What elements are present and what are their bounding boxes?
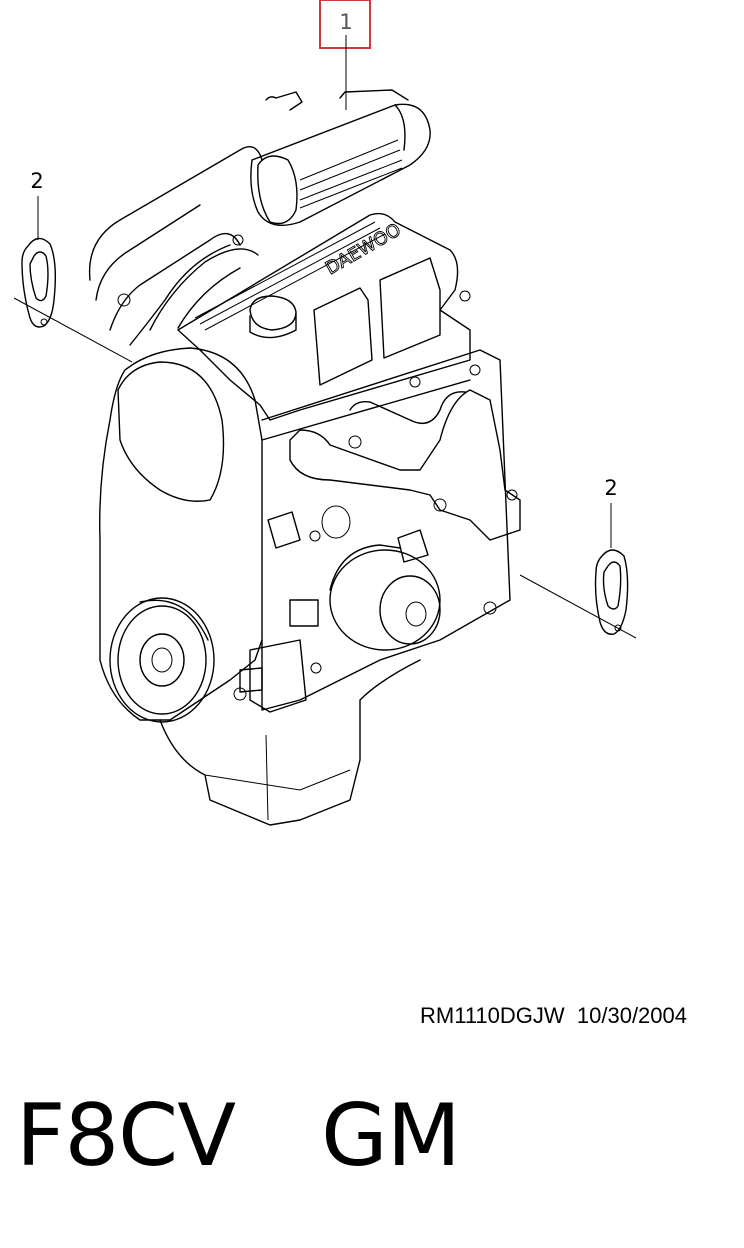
model-code: F8CV — [16, 1086, 236, 1186]
callout-2-left-label: 2 — [30, 169, 43, 193]
model-make: GM — [321, 1086, 461, 1186]
callout-1-highlight[interactable] — [319, 0, 371, 49]
model-title: F8CV GM — [16, 1086, 461, 1186]
engine-assembly[interactable]: DAEWOO — [88, 89, 521, 826]
gasket-right[interactable] — [519, 549, 637, 639]
callout-2-right-label: 2 — [604, 476, 617, 500]
drawing-reference: RM1110DGJW 10/30/2004 — [420, 1003, 687, 1029]
gasket-left[interactable] — [13, 237, 133, 363]
callout-1-label: 1 — [339, 10, 352, 34]
drawing-code: RM1110DGJW — [420, 1003, 565, 1028]
drawing-date: 10/30/2004 — [576, 1003, 687, 1028]
